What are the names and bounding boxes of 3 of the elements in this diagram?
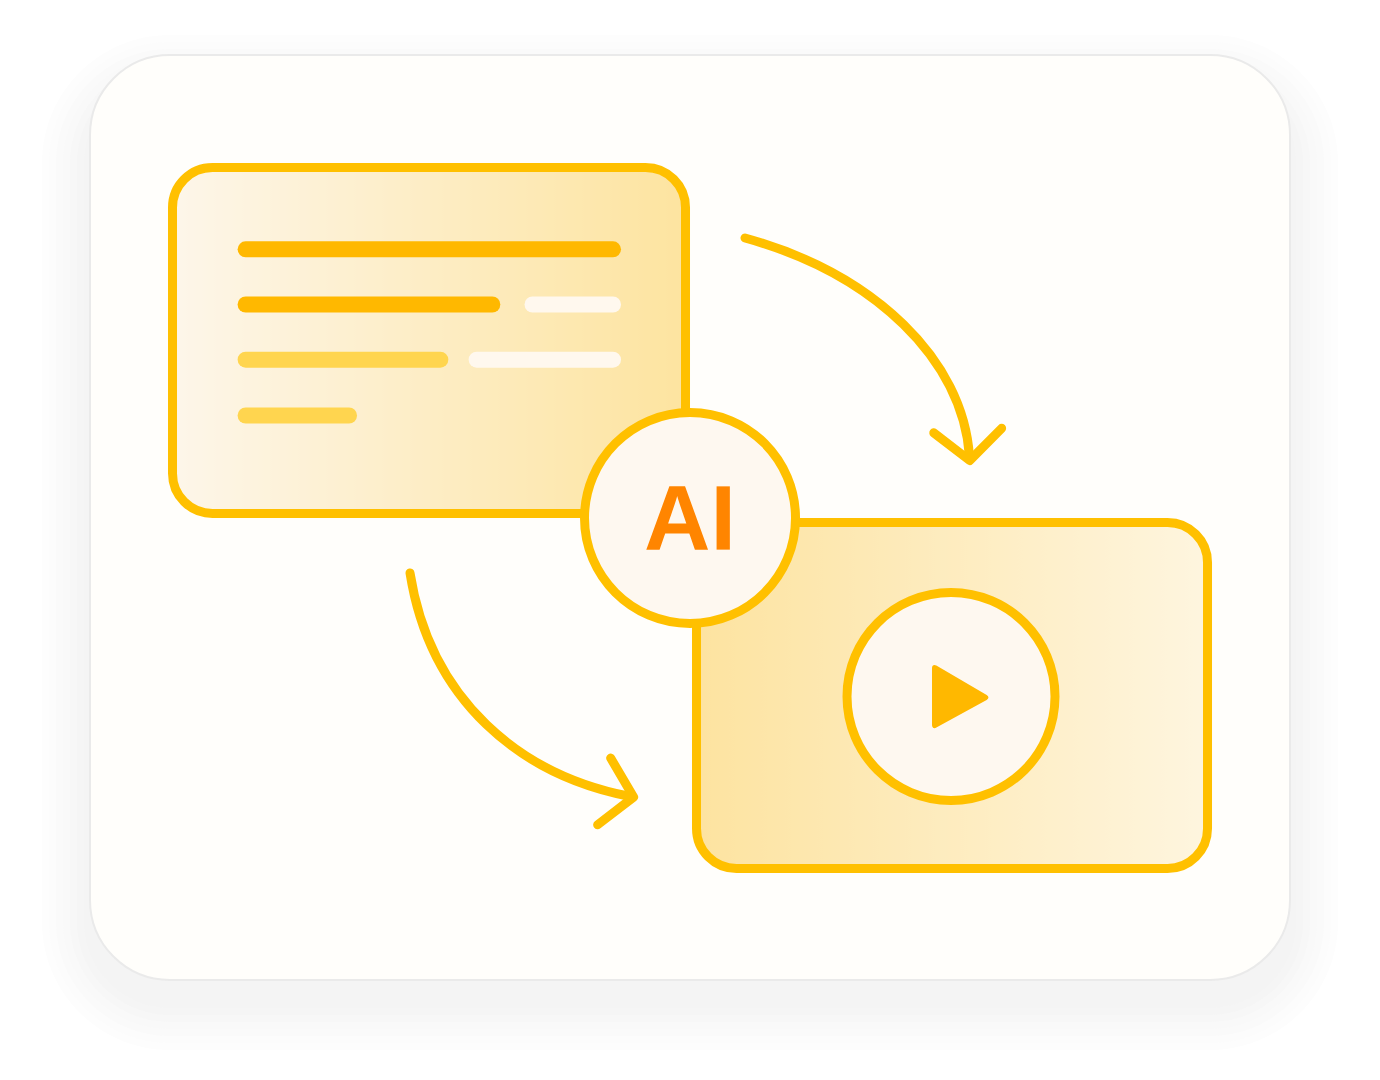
curved-arrow	[405, 568, 639, 830]
play-circle	[842, 588, 1060, 805]
curved-arrow	[740, 233, 1007, 465]
